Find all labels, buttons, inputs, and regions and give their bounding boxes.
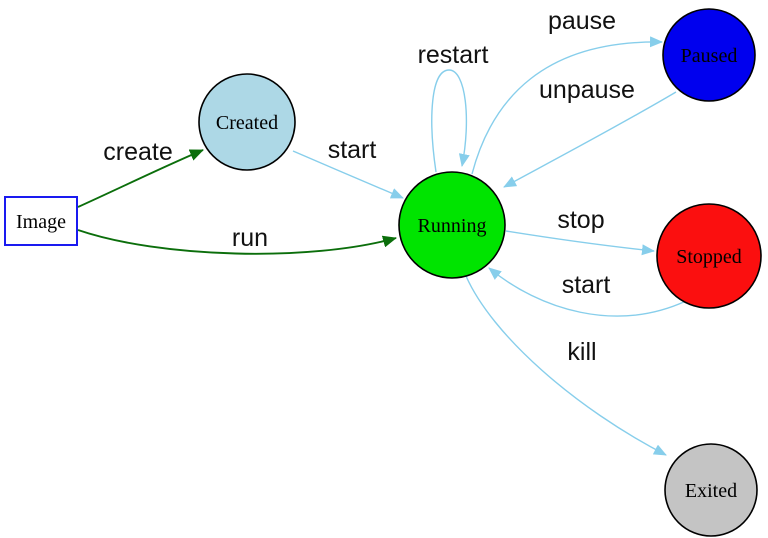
edge-restart-label: restart: [418, 41, 489, 69]
edge-run-label: run: [232, 224, 268, 252]
edge-stop-label: stop: [557, 206, 604, 234]
node-running-circle: [398, 171, 506, 279]
edge-pause: [471, 36, 663, 175]
edge-unpause-label: unpause: [539, 76, 635, 104]
edge-kill-label: kill: [567, 338, 596, 366]
edge-start-from-stopped: [488, 267, 687, 317]
node-image-label: Image: [16, 211, 66, 233]
node-created-label: Created: [216, 112, 278, 134]
edge-stop: [505, 230, 655, 256]
edge-create-label: create: [103, 138, 172, 166]
node-image-rect: [4, 196, 78, 246]
edge-start-from-created-label: start: [328, 136, 377, 164]
node-paused-circle: [662, 8, 756, 102]
node-exited-circle: [664, 443, 758, 537]
node-stopped-circle: [656, 203, 762, 309]
edge-pause-label: pause: [548, 7, 616, 35]
edge-unpause: [503, 91, 677, 188]
edge-create: [77, 149, 204, 208]
node-created-circle: [198, 73, 296, 171]
edge-kill: [465, 275, 667, 456]
node-running-label: Running: [418, 215, 487, 237]
edge-restart-self-loop: [431, 69, 470, 173]
node-paused-label: Paused: [681, 45, 738, 67]
edge-start-from-stopped-label: start: [562, 271, 611, 299]
edge-start-from-created: [292, 150, 404, 199]
node-exited-label: Exited: [685, 480, 737, 502]
node-stopped-label: Stopped: [676, 246, 742, 268]
edge-run: [77, 229, 397, 255]
